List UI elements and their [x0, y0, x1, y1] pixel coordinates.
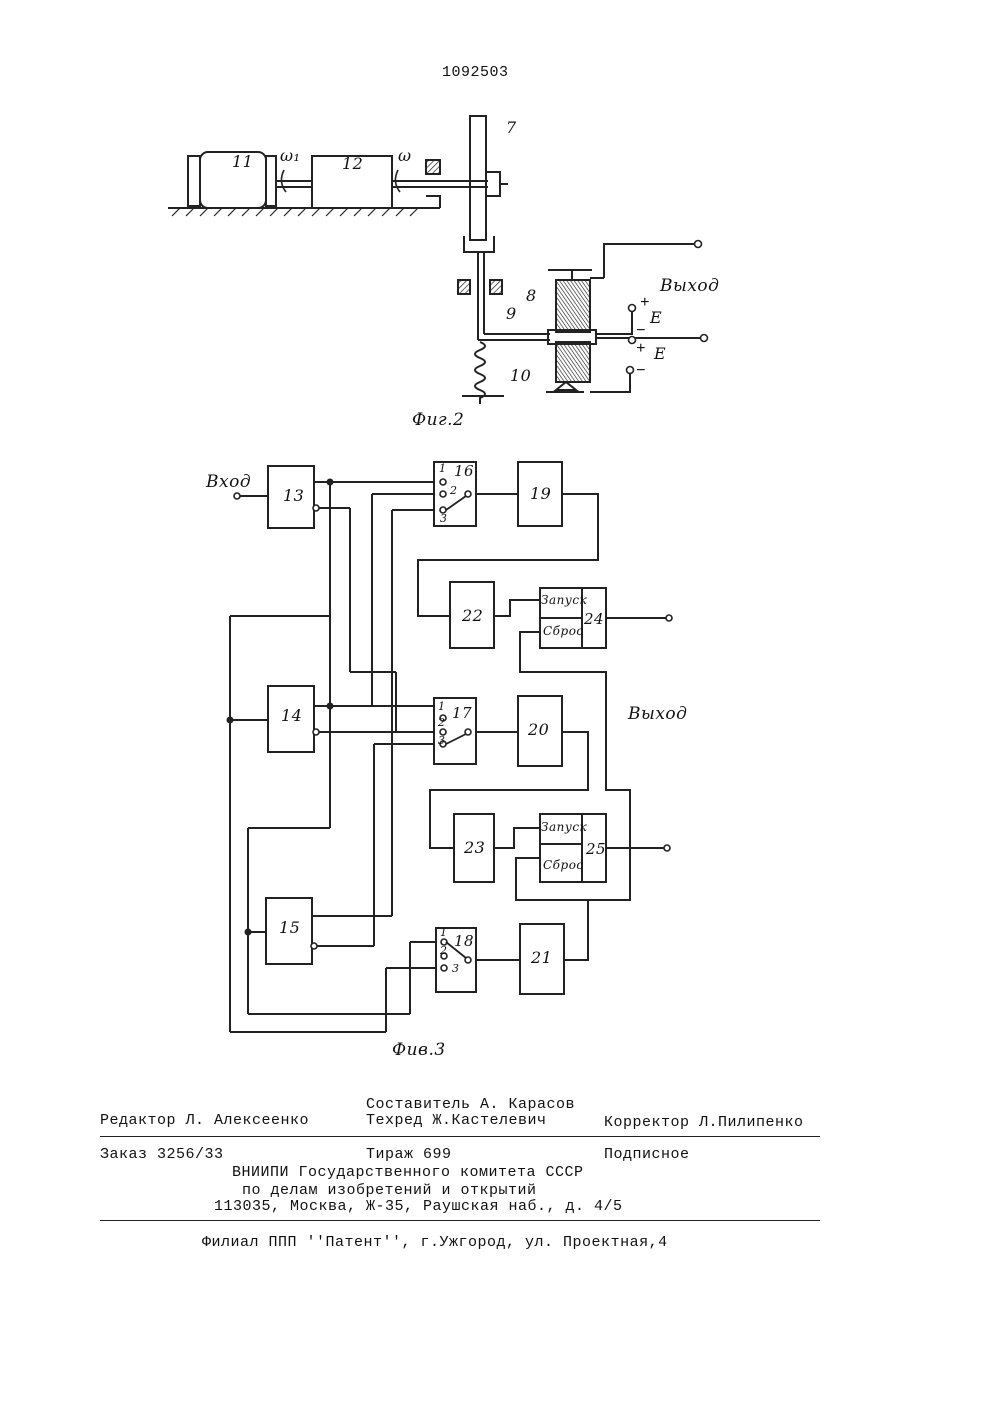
block-14-label: 14 — [281, 706, 302, 725]
fig3-caption: Фив.3 — [392, 1040, 446, 1060]
circulation-line: Тираж 699 — [366, 1146, 452, 1163]
fig3-output-label: Выход — [628, 704, 687, 724]
org-line-2: по делам изобретений и открытий — [242, 1182, 537, 1199]
switch-17-label: 17 — [452, 704, 472, 722]
footer-divider-bottom — [100, 1220, 820, 1221]
composer-line: Составитель А. Карасов — [366, 1096, 575, 1113]
trigger-25-start: Запуск — [541, 820, 587, 834]
trigger-25-reset: Сброс — [543, 858, 584, 872]
editor-line: Редактор Л. Алексеенко — [100, 1112, 309, 1129]
branch-line: Филиал ППП ''Патент'', г.Ужгород, ул. Пр… — [202, 1234, 668, 1251]
trigger-24-label: 24 — [584, 610, 604, 628]
trigger-25-label: 25 — [586, 840, 606, 858]
footer-divider-top — [100, 1136, 820, 1137]
block-21-label: 21 — [531, 948, 552, 967]
block-15-label: 15 — [279, 918, 300, 937]
switch-16-pin-2: 2 — [450, 484, 458, 497]
block-23-label: 23 — [464, 838, 485, 857]
org-line-1: ВНИИПИ Государственного комитета СССР — [232, 1164, 584, 1181]
switch-16-pin-3: 3 — [440, 512, 448, 525]
block-20-label: 20 — [528, 720, 549, 739]
switch-16-pin-1: 1 — [439, 462, 447, 475]
switch-16-label: 16 — [454, 462, 474, 480]
switch-18-pin-2: 2 — [440, 944, 448, 957]
switch-18-label: 18 — [454, 932, 474, 950]
techred-line: Техред Ж.Кастелевич — [366, 1112, 547, 1129]
switch-17-pin-3: 3 — [438, 734, 446, 747]
block-13-label: 13 — [283, 486, 304, 505]
switch-18-pin-3: 3 — [452, 962, 460, 975]
switch-18-pin-1: 1 — [440, 926, 448, 939]
trigger-24-start: Запуск — [541, 593, 587, 607]
switch-17-pin-1: 1 — [438, 700, 446, 713]
block-19-label: 19 — [530, 484, 551, 503]
corrector-line: Корректор Л.Пилипенко — [604, 1114, 804, 1131]
address-line: 113035, Москва, Ж-35, Раушская наб., д. … — [214, 1198, 623, 1215]
block-22-label: 22 — [462, 606, 483, 625]
trigger-24-reset: Сброс — [543, 624, 584, 638]
order-line: Заказ 3256/33 — [100, 1146, 224, 1163]
fig3-input-label: Вход — [206, 472, 251, 492]
subscription-line: Подписное — [604, 1146, 690, 1163]
switch-17-pin-2: 2 — [438, 716, 446, 729]
